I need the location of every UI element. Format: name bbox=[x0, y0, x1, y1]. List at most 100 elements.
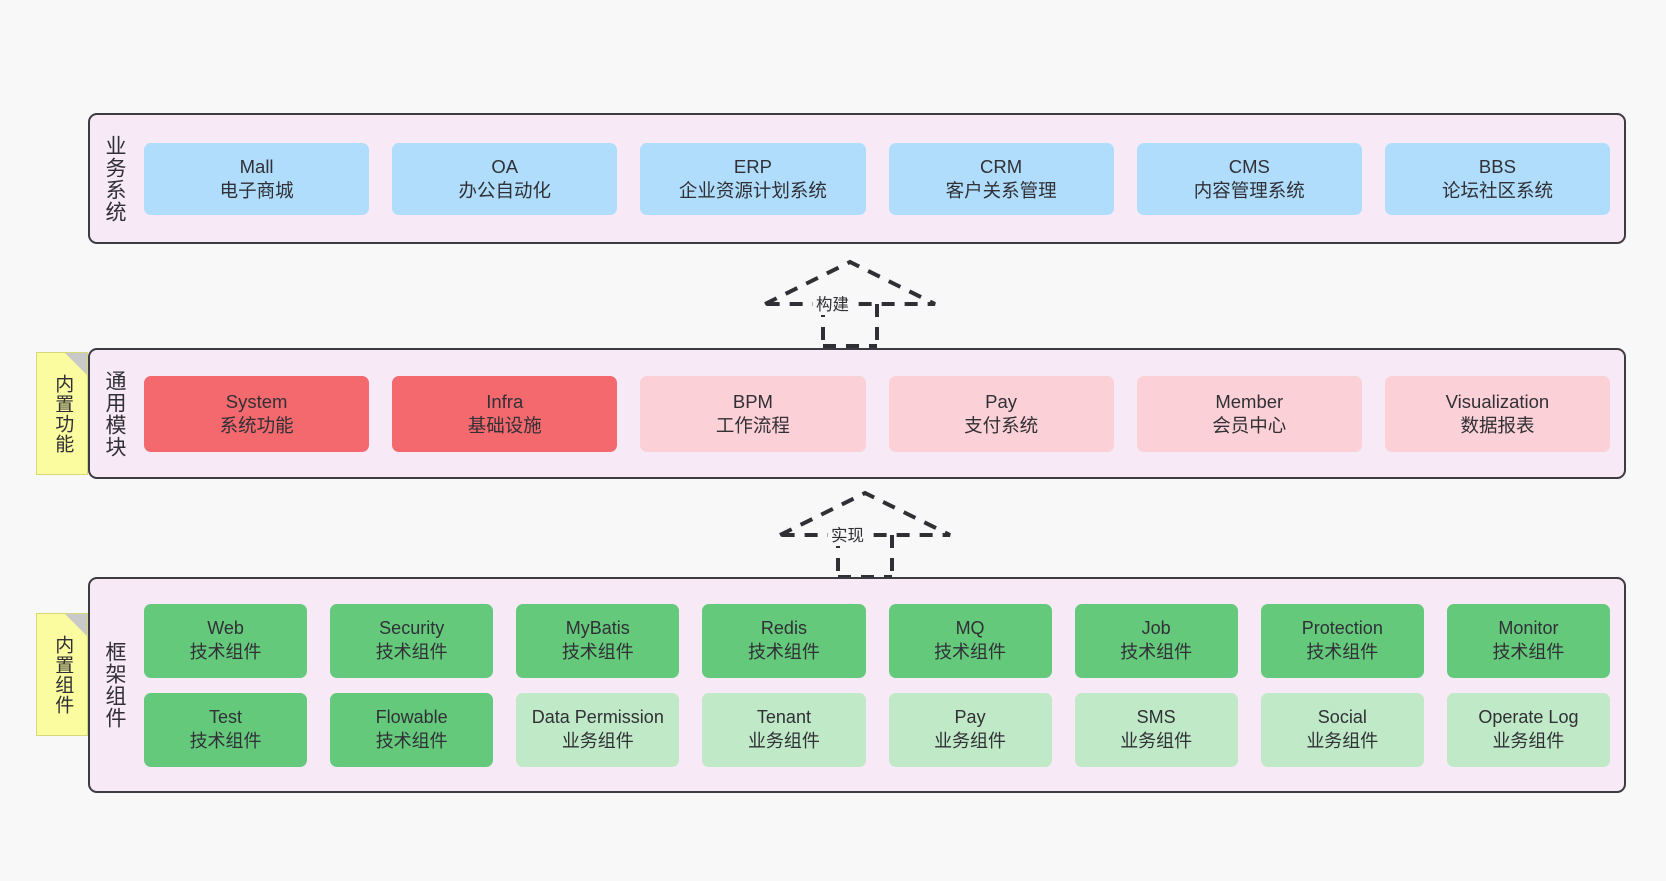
layer-common-modules: 通用模块 System 系统功能 Infra 基础设施 BPM 工作流程 Pay… bbox=[88, 348, 1626, 479]
layer-body-common: System 系统功能 Infra 基础设施 BPM 工作流程 Pay 支付系统… bbox=[138, 350, 1624, 477]
card-title: System bbox=[225, 390, 288, 412]
layer-title-common: 通用模块 bbox=[102, 369, 126, 458]
card-title: Security bbox=[379, 618, 445, 639]
card-title: Social bbox=[1317, 707, 1367, 728]
card-pay-module[interactable]: Pay 支付系统 bbox=[888, 375, 1114, 452]
card-subtitle: 业务组件 bbox=[1120, 730, 1193, 751]
card-subtitle: 数据报表 bbox=[1460, 414, 1535, 436]
card-subtitle: 电子商城 bbox=[219, 179, 294, 201]
card-test[interactable]: Test 技术组件 bbox=[144, 692, 308, 767]
card-flowable[interactable]: Flowable 技术组件 bbox=[330, 692, 494, 767]
card-title: ERP bbox=[733, 155, 772, 177]
card-tenant[interactable]: Tenant 业务组件 bbox=[702, 692, 866, 767]
card-pay-component[interactable]: Pay 业务组件 bbox=[888, 692, 1052, 767]
card-title: Member bbox=[1215, 390, 1284, 412]
card-subtitle: 客户关系管理 bbox=[945, 179, 1057, 201]
card-subtitle: 业务组件 bbox=[747, 730, 820, 751]
sticky-note-label: 内置功能 bbox=[52, 373, 74, 454]
card-title: SMS bbox=[1136, 707, 1176, 728]
card-subtitle: 技术组件 bbox=[934, 641, 1007, 662]
card-title: Pay bbox=[954, 707, 986, 728]
card-cms[interactable]: CMS 内容管理系统 bbox=[1136, 142, 1362, 215]
card-title: Visualization bbox=[1445, 390, 1550, 412]
card-member[interactable]: Member 会员中心 bbox=[1136, 375, 1362, 452]
layer-business-systems: 业务系统 Mall 电子商城 OA 办公自动化 ERP 企业资源计划系统 CRM… bbox=[88, 113, 1626, 244]
connector-implement: 实现 bbox=[770, 489, 960, 579]
card-system[interactable]: System 系统功能 bbox=[144, 375, 370, 452]
card-row: Test 技术组件 Flowable 技术组件 Data Permission … bbox=[144, 692, 1610, 767]
card-title: Protection bbox=[1301, 618, 1383, 639]
card-title: Operate Log bbox=[1478, 707, 1579, 728]
card-subtitle: 技术组件 bbox=[1120, 641, 1193, 662]
card-subtitle: 技术组件 bbox=[561, 641, 634, 662]
card-title: OA bbox=[491, 155, 519, 177]
connector-label-build: 构建 bbox=[813, 291, 852, 315]
layer-title-business: 业务系统 bbox=[102, 134, 126, 223]
card-title: Infra bbox=[486, 390, 524, 412]
card-title: CRM bbox=[980, 155, 1023, 177]
layer-title-framework: 框架组件 bbox=[102, 641, 126, 729]
card-title: Flowable bbox=[375, 707, 448, 728]
card-title: Mall bbox=[239, 155, 274, 177]
card-subtitle: 基础设施 bbox=[467, 414, 542, 436]
card-subtitle: 技术组件 bbox=[189, 730, 262, 751]
card-redis[interactable]: Redis 技术组件 bbox=[702, 603, 866, 678]
card-mall[interactable]: Mall 电子商城 bbox=[144, 142, 370, 215]
card-subtitle: 支付系统 bbox=[964, 414, 1039, 436]
card-erp[interactable]: ERP 企业资源计划系统 bbox=[640, 142, 866, 215]
sticky-note-label: 内置组件 bbox=[52, 634, 74, 715]
card-row: System 系统功能 Infra 基础设施 BPM 工作流程 Pay 支付系统… bbox=[144, 375, 1611, 452]
card-oa[interactable]: OA 办公自动化 bbox=[392, 142, 618, 215]
card-subtitle: 企业资源计划系统 bbox=[678, 179, 827, 201]
card-subtitle: 技术组件 bbox=[375, 730, 448, 751]
card-protection[interactable]: Protection 技术组件 bbox=[1260, 603, 1424, 678]
card-visualization[interactable]: Visualization 数据报表 bbox=[1384, 375, 1611, 452]
card-subtitle: 业务组件 bbox=[934, 730, 1007, 751]
card-title: MyBatis bbox=[565, 618, 630, 639]
card-title: Monitor bbox=[1498, 618, 1559, 639]
card-title: Test bbox=[209, 707, 243, 728]
layer-body-framework: Web 技术组件 Security 技术组件 MyBatis 技术组件 Redi… bbox=[138, 579, 1624, 791]
card-sms[interactable]: SMS 业务组件 bbox=[1074, 692, 1238, 767]
card-crm[interactable]: CRM 客户关系管理 bbox=[888, 142, 1114, 215]
card-subtitle: 内容管理系统 bbox=[1193, 179, 1305, 201]
card-subtitle: 技术组件 bbox=[1492, 641, 1565, 662]
card-subtitle: 业务组件 bbox=[1492, 730, 1565, 751]
card-row: Web 技术组件 Security 技术组件 MyBatis 技术组件 Redi… bbox=[144, 603, 1610, 678]
card-web[interactable]: Web 技术组件 bbox=[144, 603, 308, 678]
card-title: Web bbox=[207, 618, 244, 639]
card-subtitle: 技术组件 bbox=[747, 641, 820, 662]
card-operate-log[interactable]: Operate Log 业务组件 bbox=[1446, 692, 1610, 767]
layer-framework-components: 框架组件 Web 技术组件 Security 技术组件 MyBatis 技术组件… bbox=[88, 577, 1626, 793]
card-mq[interactable]: MQ 技术组件 bbox=[888, 603, 1052, 678]
card-bbs[interactable]: BBS 论坛社区系统 bbox=[1384, 142, 1611, 215]
card-monitor[interactable]: Monitor 技术组件 bbox=[1446, 603, 1610, 678]
card-row: Mall 电子商城 OA 办公自动化 ERP 企业资源计划系统 CRM 客户关系… bbox=[144, 142, 1611, 215]
card-title: Job bbox=[1141, 618, 1171, 639]
card-subtitle: 技术组件 bbox=[189, 641, 262, 662]
sticky-note-builtin-functions: 内置功能 bbox=[36, 352, 88, 475]
card-bpm[interactable]: BPM 工作流程 bbox=[640, 375, 866, 452]
card-security[interactable]: Security 技术组件 bbox=[330, 603, 494, 678]
card-social[interactable]: Social 业务组件 bbox=[1260, 692, 1424, 767]
card-subtitle: 技术组件 bbox=[1306, 641, 1379, 662]
card-subtitle: 业务组件 bbox=[1306, 730, 1379, 751]
sticky-note-builtin-components: 内置组件 bbox=[36, 613, 88, 736]
card-title: Pay bbox=[985, 390, 1018, 412]
card-title: Data Permission bbox=[531, 707, 664, 728]
card-data-permission[interactable]: Data Permission 业务组件 bbox=[516, 692, 680, 767]
card-job[interactable]: Job 技术组件 bbox=[1074, 603, 1238, 678]
connector-build: 构建 bbox=[755, 258, 945, 348]
card-mybatis[interactable]: MyBatis 技术组件 bbox=[516, 603, 680, 678]
card-infra[interactable]: Infra 基础设施 bbox=[392, 375, 618, 452]
card-title: BPM bbox=[732, 390, 773, 412]
card-subtitle: 办公自动化 bbox=[458, 179, 552, 201]
card-title: CMS bbox=[1228, 155, 1270, 177]
card-title: Tenant bbox=[756, 707, 811, 728]
card-subtitle: 会员中心 bbox=[1212, 414, 1287, 436]
card-subtitle: 技术组件 bbox=[375, 641, 448, 662]
layer-body-business: Mall 电子商城 OA 办公自动化 ERP 企业资源计划系统 CRM 客户关系… bbox=[138, 115, 1624, 242]
card-subtitle: 业务组件 bbox=[561, 730, 634, 751]
card-title: BBS bbox=[1478, 155, 1516, 177]
